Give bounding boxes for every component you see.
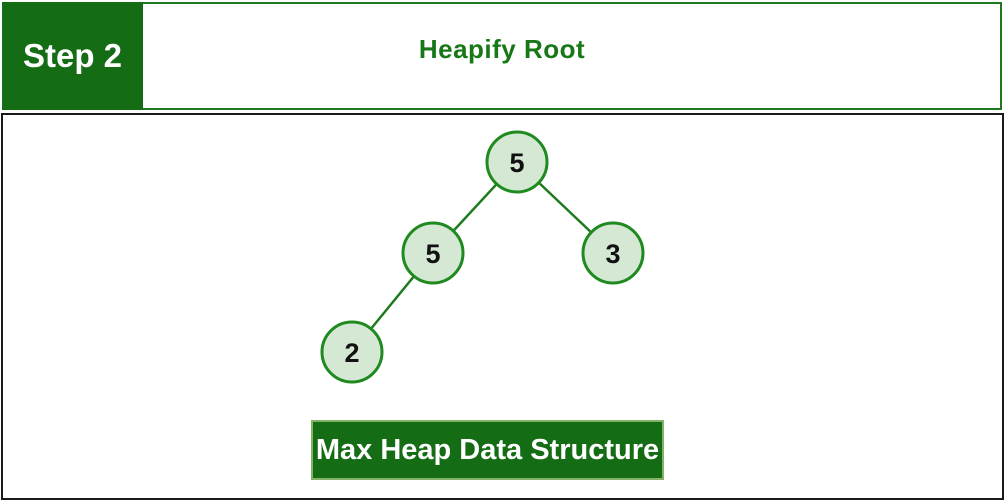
caption-banner: Max Heap Data Structure xyxy=(311,420,664,480)
step-badge-label: Step 2 xyxy=(22,37,123,74)
header-bar: Heapify Root xyxy=(2,2,1002,110)
step-badge: Step 2 xyxy=(2,2,143,110)
page-title: Heapify Root xyxy=(418,33,586,64)
caption-label: Max Heap Data Structure xyxy=(315,433,660,466)
